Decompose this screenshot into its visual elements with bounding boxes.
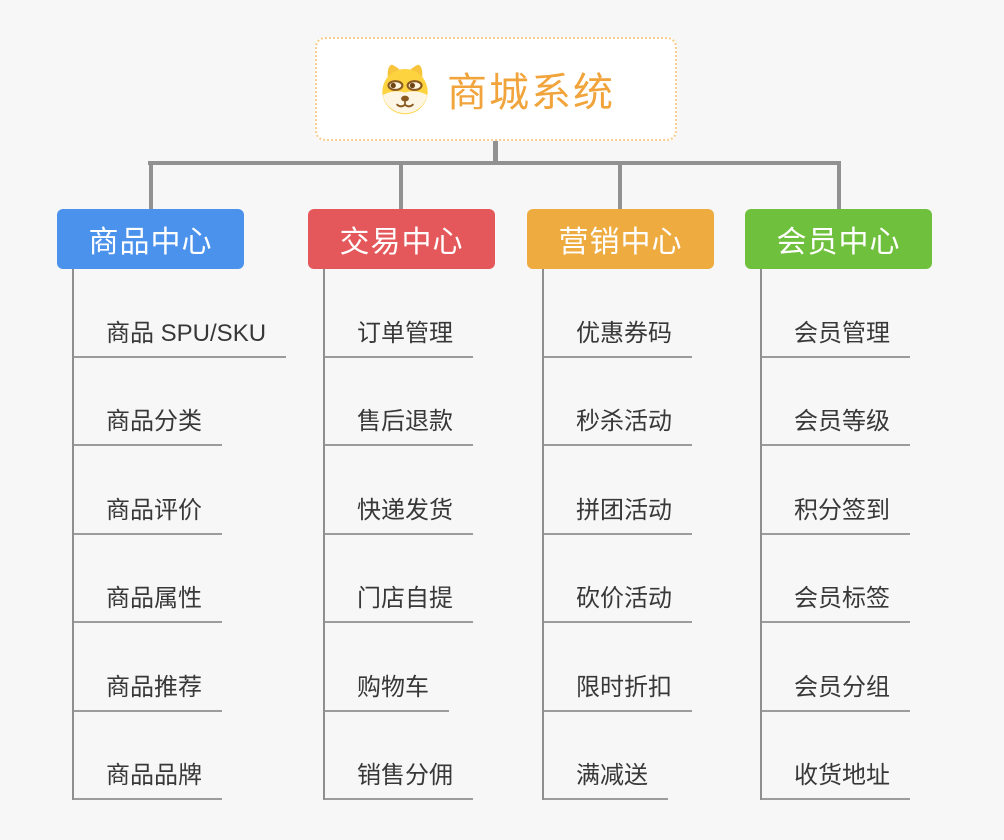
sub-topic[interactable]: 收货地址 xyxy=(760,712,1000,800)
root-title: 商城系统 xyxy=(447,71,615,115)
sub-topic[interactable]: 会员等级 xyxy=(760,358,1000,446)
branch-node-product-center[interactable]: 商品中心 xyxy=(57,209,244,269)
sub-topic[interactable]: 商品评价 xyxy=(72,446,312,535)
sub-topic[interactable]: 商品分类 xyxy=(72,358,312,446)
sub-topic[interactable]: 会员管理 xyxy=(760,269,1000,358)
connector-spine xyxy=(323,269,325,800)
connector-spine xyxy=(542,269,544,800)
branch-children-trade-center: 订单管理 售后退款 快递发货 门店自提 购物车 销售分佣 xyxy=(323,269,563,800)
connector-horizontal-bar xyxy=(148,161,841,165)
dog-face-icon xyxy=(382,64,428,115)
sub-topic[interactable]: 砍价活动 xyxy=(542,535,782,623)
connector-drop-product xyxy=(149,161,153,209)
branch-children-member-center: 会员管理 会员等级 积分签到 会员标签 会员分组 收货地址 xyxy=(760,269,1000,800)
branch-node-member-center[interactable]: 会员中心 xyxy=(745,209,932,269)
sub-topic[interactable]: 会员分组 xyxy=(760,623,1000,712)
sub-topic[interactable]: 优惠券码 xyxy=(542,269,782,358)
sub-topic[interactable]: 商品品牌 xyxy=(72,712,312,800)
branch-label: 商品中心 xyxy=(88,226,213,259)
branch-label: 会员中心 xyxy=(776,226,901,259)
connector-drop-member xyxy=(837,161,841,209)
connector-spine xyxy=(72,269,74,800)
connector-drop-trade xyxy=(399,161,403,209)
sub-topic[interactable]: 商品推荐 xyxy=(72,623,312,712)
sub-topic[interactable]: 会员标签 xyxy=(760,535,1000,623)
branch-children-product-center: 商品 SPU/SKU 商品分类 商品评价 商品属性 商品推荐 商品品牌 xyxy=(72,269,312,800)
branch-node-marketing-center[interactable]: 营销中心 xyxy=(527,209,714,269)
connector-drop-marketing xyxy=(618,161,622,209)
sub-topic[interactable]: 订单管理 xyxy=(323,269,563,358)
sub-topic[interactable]: 商品属性 xyxy=(72,535,312,623)
sub-topic[interactable]: 销售分佣 xyxy=(323,712,563,800)
sub-topic[interactable]: 购物车 xyxy=(323,623,563,712)
sub-topic[interactable]: 售后退款 xyxy=(323,358,563,446)
connector-spine xyxy=(760,269,762,800)
sub-topic[interactable]: 积分签到 xyxy=(760,446,1000,535)
sub-topic[interactable]: 快递发货 xyxy=(323,446,563,535)
sub-topic[interactable]: 限时折扣 xyxy=(542,623,782,712)
sub-topic[interactable]: 拼团活动 xyxy=(542,446,782,535)
sub-topic[interactable]: 满减送 xyxy=(542,712,782,800)
branch-children-marketing-center: 优惠券码 秒杀活动 拼团活动 砍价活动 限时折扣 满减送 xyxy=(542,269,782,800)
branch-label: 营销中心 xyxy=(558,226,683,259)
sub-topic[interactable]: 秒杀活动 xyxy=(542,358,782,446)
sub-topic[interactable]: 门店自提 xyxy=(323,535,563,623)
root-node[interactable]: 商城系统 xyxy=(315,37,677,141)
branch-node-trade-center[interactable]: 交易中心 xyxy=(308,209,495,269)
branch-label: 交易中心 xyxy=(339,226,464,259)
connector-root-stem xyxy=(493,141,498,165)
sub-topic[interactable]: 商品 SPU/SKU xyxy=(72,269,312,358)
